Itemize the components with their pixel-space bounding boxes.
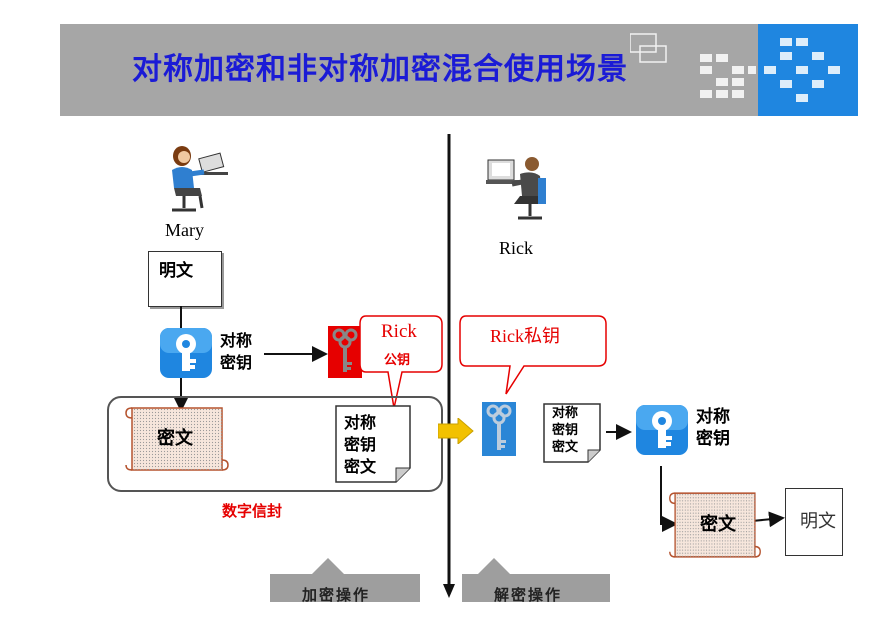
- enc-key-left-line2: 密钥: [344, 435, 377, 454]
- rick-person-icon: [486, 157, 546, 220]
- ciphertext-label-right: 密文: [700, 514, 736, 535]
- sym-key-line2: 密钥: [220, 353, 253, 372]
- symmetric-key-label-right: 对称 密钥: [696, 406, 730, 450]
- encrypt-op-shape: [270, 558, 420, 602]
- page-title: 对称加密和非对称加密混合使用场景: [132, 52, 628, 87]
- symmetric-key-icon: [160, 328, 212, 378]
- digital-envelope: [107, 396, 443, 492]
- encrypted-key-text-left: 对称 密钥 密文: [344, 412, 376, 478]
- private-key-icon: [482, 402, 516, 456]
- encrypted-key-document: [335, 405, 411, 483]
- ciphertext-scroll-right: [669, 492, 761, 558]
- symmetric-key-label: 对称 密钥: [220, 330, 252, 374]
- mary-person-icon: [172, 146, 228, 212]
- enc-key-right-line3: 密文: [552, 440, 579, 455]
- mary-label: Mary: [165, 220, 204, 240]
- symmetric-key-icon-right: [636, 405, 688, 455]
- public-key-text: 公钥: [384, 353, 411, 368]
- encrypted-key-document-right: [543, 403, 601, 463]
- decrypt-op-shape: [462, 558, 610, 602]
- ciphertext-scroll: [125, 407, 229, 471]
- enc-key-right-line1: 对称: [552, 406, 579, 421]
- title-decoration: [630, 24, 858, 116]
- encrypt-operation-label: 加密操作: [302, 586, 371, 604]
- envelope-label: 数字信封: [222, 502, 283, 520]
- sym-key-line1: 对称: [220, 331, 253, 350]
- plaintext-label-right: 明文: [800, 511, 836, 532]
- public-key-icon: [328, 326, 362, 378]
- ciphertext-label-left: 密文: [157, 428, 193, 449]
- encrypted-key-text-right: 对称 密钥 密文: [552, 405, 578, 456]
- decrypt-operation-label: 解密操作: [494, 586, 563, 604]
- title-banner: [60, 24, 858, 116]
- sym-key-right-line2: 密钥: [696, 429, 730, 449]
- transfer-arrow: [438, 418, 474, 444]
- public-key-bubble: [359, 315, 443, 409]
- plaintext-document: 明文: [148, 251, 222, 307]
- private-key-text: Rick私钥: [490, 326, 560, 346]
- plaintext-label: 明文: [159, 261, 193, 281]
- enc-key-right-line2: 密钥: [552, 423, 579, 438]
- private-key-bubble: [459, 315, 607, 395]
- divider-arrow: [443, 134, 455, 598]
- enc-key-left-line3: 密文: [344, 457, 377, 476]
- enc-key-left-line1: 对称: [344, 413, 377, 432]
- sym-key-right-line1: 对称: [696, 407, 730, 427]
- rick-label: Rick: [499, 238, 533, 258]
- public-key-owner: Rick: [381, 321, 417, 342]
- plaintext-document-right: 明文: [785, 488, 843, 556]
